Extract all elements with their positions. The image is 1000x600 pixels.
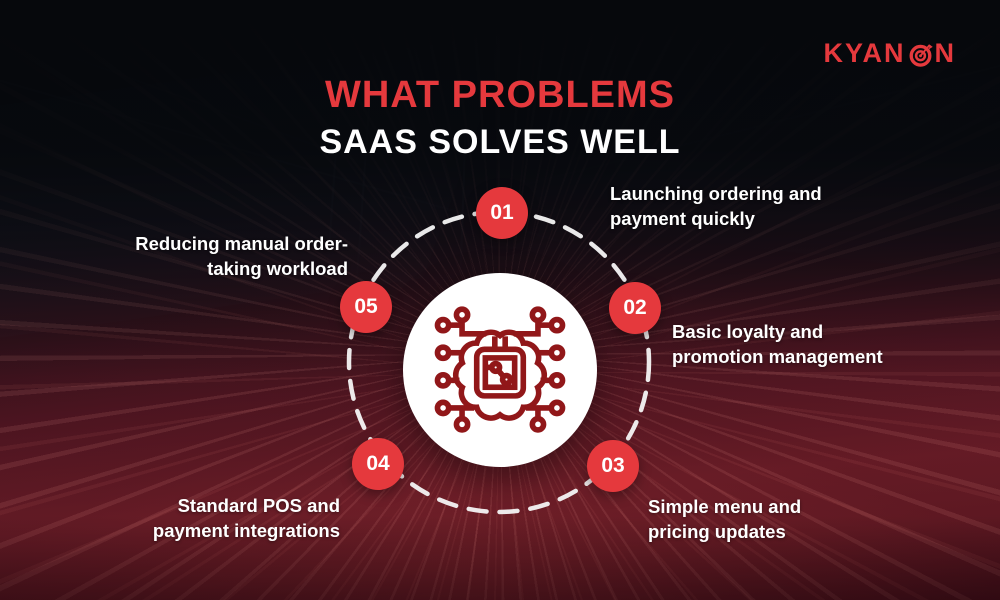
- page-title: WHAT PROBLEMS SAAS SOLVES WELL: [0, 74, 1000, 162]
- step-label-05: Reducing manual order- taking workload: [135, 233, 348, 279]
- title-line-1: WHAT PROBLEMS: [324, 74, 676, 116]
- title-line-2: SAAS SOLVES WELL: [319, 122, 681, 161]
- step-badge-04: 04: [352, 438, 404, 490]
- kyanon-logo: KYAN N: [823, 40, 956, 67]
- logo-text-end: N: [934, 38, 956, 68]
- bullseye-target-icon: [909, 44, 933, 67]
- step-label-04: Standard POS and payment integrations: [152, 495, 340, 541]
- step-badge-03: 03: [587, 440, 639, 492]
- step-badge-02: 02: [609, 282, 661, 334]
- ai-brain-circuit-icon: [434, 306, 566, 433]
- step-badge-05: 05: [340, 281, 392, 333]
- step-label-02: Basic loyalty and promotion management: [672, 321, 883, 367]
- step-label-03: Simple menu and pricing updates: [648, 496, 802, 542]
- step-label-01: Launching ordering and payment quickly: [610, 183, 822, 229]
- step-badge-01: 01: [476, 187, 528, 239]
- logo-text-start: KYAN: [823, 38, 906, 68]
- center-circle: [403, 273, 597, 467]
